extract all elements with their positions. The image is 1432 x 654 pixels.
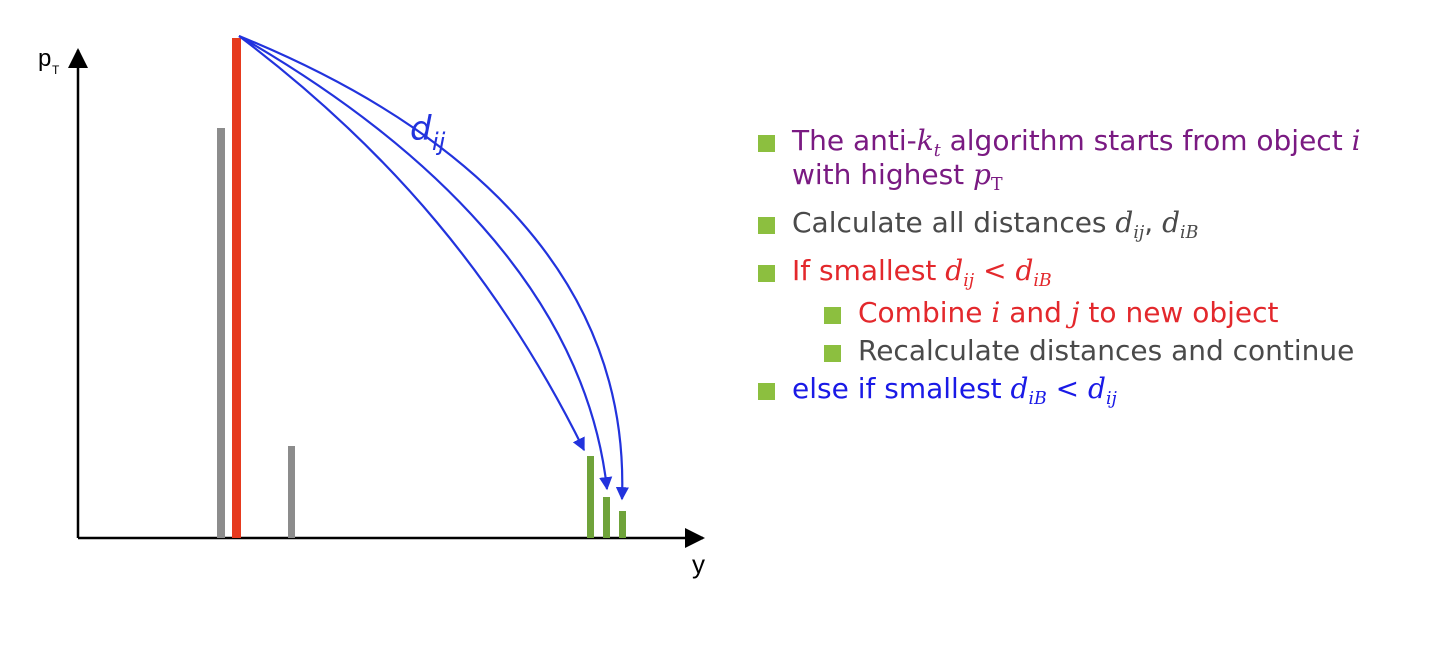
bullet-text: else if smallest xyxy=(792,372,1011,405)
math-p-sub: T xyxy=(990,175,1003,196)
distance-label: d xyxy=(410,109,432,149)
math-d-sub: iB xyxy=(1033,271,1052,292)
bullet-text: Combine xyxy=(858,296,992,329)
bullet-start: The anti-kt algorithm starts from object… xyxy=(758,124,1418,196)
bullet-calculate: Calculate all distances dij, diB xyxy=(758,206,1418,244)
green-particle-bar xyxy=(619,511,626,538)
sub-bullet-combine: Combine i and j to new object xyxy=(824,296,1418,330)
math-d-sub: iB xyxy=(1028,389,1047,410)
math-d: d xyxy=(1015,254,1034,287)
bullet-text: The anti- xyxy=(792,124,917,157)
math-d: d xyxy=(1010,372,1029,405)
grey-particle-bar xyxy=(217,128,225,538)
bullet-text: algorithm starts from object xyxy=(940,124,1352,157)
distance-arrow xyxy=(238,34,630,501)
bullet-if-smallest: If smallest dij < diB xyxy=(758,254,1418,292)
math-i: i xyxy=(1351,124,1361,157)
seed-particle-bar xyxy=(232,38,241,538)
green-particle-bar xyxy=(587,456,594,538)
math-operator: < xyxy=(974,254,1016,287)
distance-arrow xyxy=(238,35,613,491)
bullet-text: to new object xyxy=(1079,296,1279,329)
algorithm-steps: The anti-kt algorithm starts from object… xyxy=(758,124,1418,414)
bullet-text: If smallest xyxy=(792,254,946,287)
math-d: d xyxy=(1162,206,1181,239)
bullet-square-icon xyxy=(758,135,775,152)
math-i: i xyxy=(991,296,1001,329)
sub-bullet-recalculate: Recalculate distances and continue xyxy=(824,334,1418,368)
distance-label-sub: ij xyxy=(432,128,446,156)
jet-clustering-diagram: p T y d ij xyxy=(38,34,705,579)
bullet-square-icon xyxy=(758,265,775,282)
bullet-text: Recalculate distances and continue xyxy=(858,334,1355,367)
math-k-sub: t xyxy=(933,141,941,162)
math-operator: < xyxy=(1046,372,1089,405)
math-k: k xyxy=(916,124,934,157)
math-p: p xyxy=(973,158,991,191)
math-j: j xyxy=(1070,296,1080,329)
bullet-square-icon xyxy=(824,345,841,362)
bullet-text: and xyxy=(1000,296,1071,329)
bullet-else-if: else if smallest diB < dij xyxy=(758,372,1418,410)
distance-arrow xyxy=(238,35,585,452)
green-particle-bar xyxy=(603,497,610,538)
math-d-sub: ij xyxy=(963,271,975,292)
bullet-text: , xyxy=(1144,206,1163,239)
math-d: d xyxy=(1088,372,1106,405)
grey-particle-bar xyxy=(288,446,295,538)
y-axis-label: p xyxy=(38,45,51,72)
math-d-sub: iB xyxy=(1180,223,1199,244)
x-axis-label: y xyxy=(692,549,705,579)
bullet-text: Calculate all distances xyxy=(792,206,1116,239)
math-d: d xyxy=(945,254,964,287)
bullet-square-icon xyxy=(758,383,775,400)
y-axis-label-sub: T xyxy=(52,63,60,77)
math-d-sub: ij xyxy=(1133,223,1145,244)
bullet-square-icon xyxy=(758,217,775,234)
math-d-sub: ij xyxy=(1105,389,1117,410)
bullet-text: with highest xyxy=(792,158,974,191)
bullet-square-icon xyxy=(824,307,841,324)
math-d: d xyxy=(1115,206,1134,239)
